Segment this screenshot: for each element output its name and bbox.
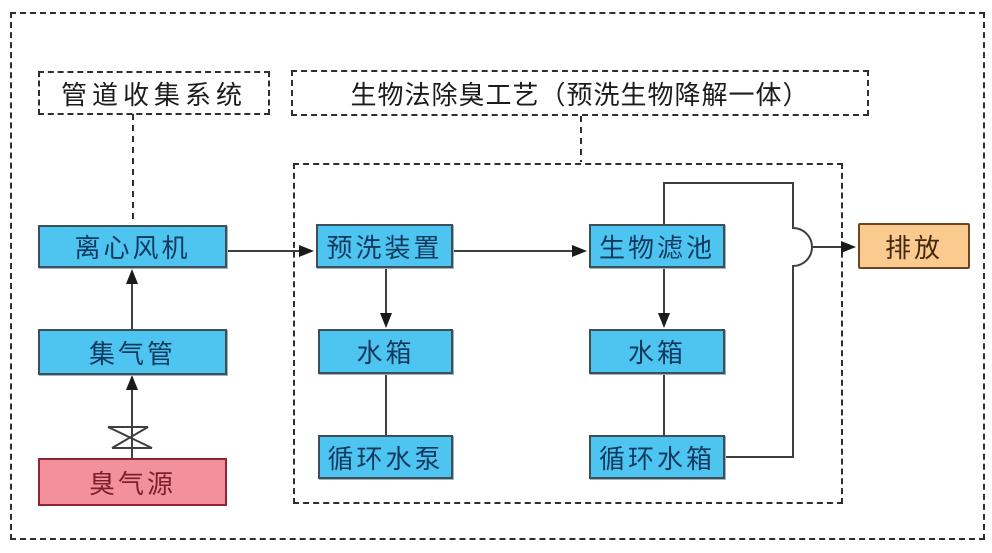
node-water-tank-2-label: 水箱 [627,339,686,368]
group-title-pipe-collection-label: 管道收集系统 [60,80,247,110]
node-circulation-pump-label: 循环水泵 [327,444,444,474]
node-discharge: 排放 [858,223,970,269]
node-circulation-pump: 循环水泵 [318,435,453,479]
node-water-tank-1: 水箱 [318,329,453,374]
node-circulation-water-tank: 循环水箱 [589,435,725,479]
node-water-tank-1-label: 水箱 [356,339,415,368]
node-biofilter-label: 生物滤池 [598,233,715,263]
group-title-bio-process-label: 生物法除臭工艺（预洗生物降解一体） [350,80,810,110]
node-odor-source: 臭气源 [38,458,227,506]
node-gas-collection-pipe: 集气管 [38,329,227,375]
node-prewash-unit-label: 预洗装置 [326,233,443,263]
node-centrifugal-fan-label: 离心风机 [74,234,191,263]
node-circulation-water-tank-label: 循环水箱 [598,444,715,474]
outer-boundary [10,12,985,540]
node-centrifugal-fan: 离心风机 [38,225,227,268]
group-title-bio-process: 生物法除臭工艺（预洗生物降解一体） [291,70,869,116]
node-gas-collection-pipe-label: 集气管 [88,339,176,369]
node-odor-source-label: 臭气源 [88,469,176,499]
bio-process-boundary [293,163,843,504]
node-water-tank-2: 水箱 [589,329,725,374]
node-biofilter: 生物滤池 [589,224,725,268]
node-discharge-label: 排放 [884,233,943,263]
group-title-pipe-collection: 管道收集系统 [38,71,270,115]
node-prewash-unit: 预洗装置 [316,224,453,268]
